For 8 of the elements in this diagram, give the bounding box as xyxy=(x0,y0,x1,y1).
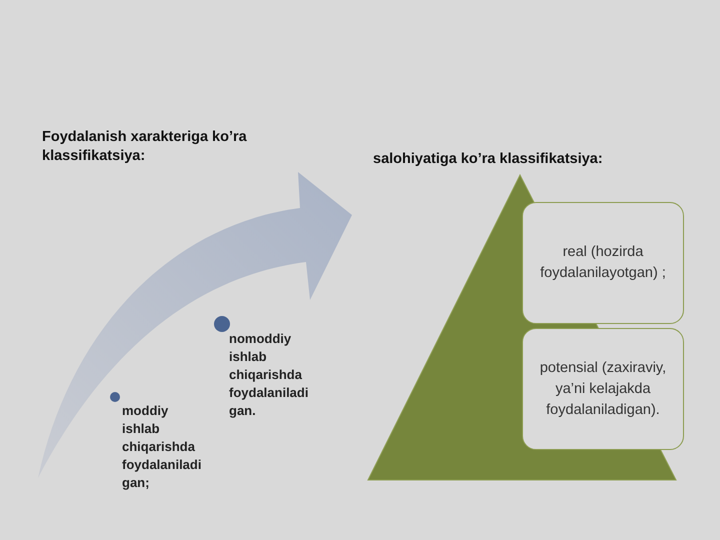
heading: Foydalanish xarakteriga ko’ra klassifikatsiya: xyxy=(42,128,248,166)
bullet-text: moddiy ishlab chiqarishda foydalaniladi gan; xyxy=(122,402,208,492)
bullet-text: nomoddiy ishlab chiqarishda foydalaniladi gan. xyxy=(229,330,315,420)
box-text: real (hozirda foydalanilayotgan) ; xyxy=(539,243,667,283)
rounded-box xyxy=(522,328,684,450)
box-text: potensial (zaxiraviy, ya’ni kelajakda foydalaniladigan). xyxy=(538,358,668,420)
heading: salohiyatiga ko’ra klassifikatsiya: xyxy=(373,150,604,169)
rounded-box xyxy=(522,202,684,324)
